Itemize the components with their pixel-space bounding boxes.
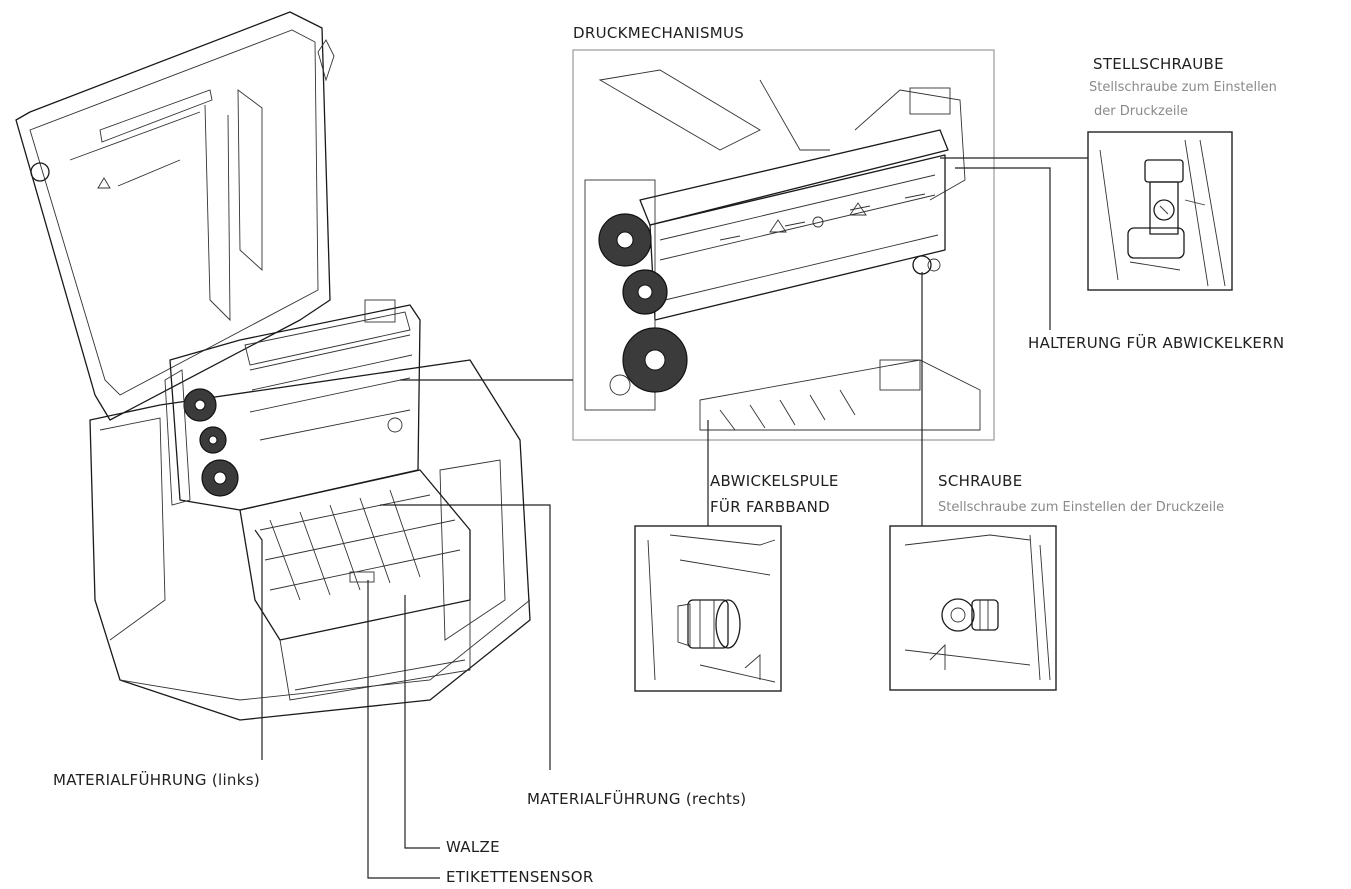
label-druckmechanismus: DRUCKMECHANISMUS bbox=[573, 24, 745, 42]
leader-lines bbox=[254, 157, 1088, 879]
stellschraube-detail-box bbox=[1087, 131, 1233, 291]
label-halterung-fuer-abwickelkern: HALTERUNG FÜR ABWICKELKERN bbox=[1028, 334, 1285, 352]
label-stellschraube: STELLSCHRAUBE bbox=[1093, 55, 1224, 73]
label-etikettensensor: ETIKETTENSENSOR bbox=[446, 868, 594, 886]
label-abwickelspule-line-2: FÜR FARBBAND bbox=[710, 498, 830, 516]
label-materialfuehrung-links: MATERIALFÜHRUNG (links) bbox=[53, 771, 260, 789]
label-materialfuehrung-rechts: MATERIALFÜHRUNG (rechts) bbox=[527, 790, 747, 808]
printer-illustration bbox=[15, 11, 531, 721]
abwickelspule-detail-box bbox=[634, 525, 782, 692]
label-stellschraube-desc-2: der Druckzeile bbox=[1094, 104, 1189, 119]
label-walze: WALZE bbox=[446, 838, 500, 856]
stellschraube-illustration bbox=[1099, 139, 1226, 287]
label-schraube: SCHRAUBE bbox=[938, 472, 1023, 490]
abwickelspule-illustration bbox=[647, 534, 776, 683]
label-schraube-desc: Stellschraube zum Einstellen der Druckze… bbox=[938, 500, 1225, 515]
druckmechanismus-illustration bbox=[584, 69, 981, 431]
label-stellschraube-desc-1: Stellschraube zum Einstellen bbox=[1089, 80, 1277, 95]
schraube-illustration bbox=[904, 534, 1051, 681]
label-abwickelspule-line-1: ABWICKELSPULE bbox=[710, 472, 839, 490]
